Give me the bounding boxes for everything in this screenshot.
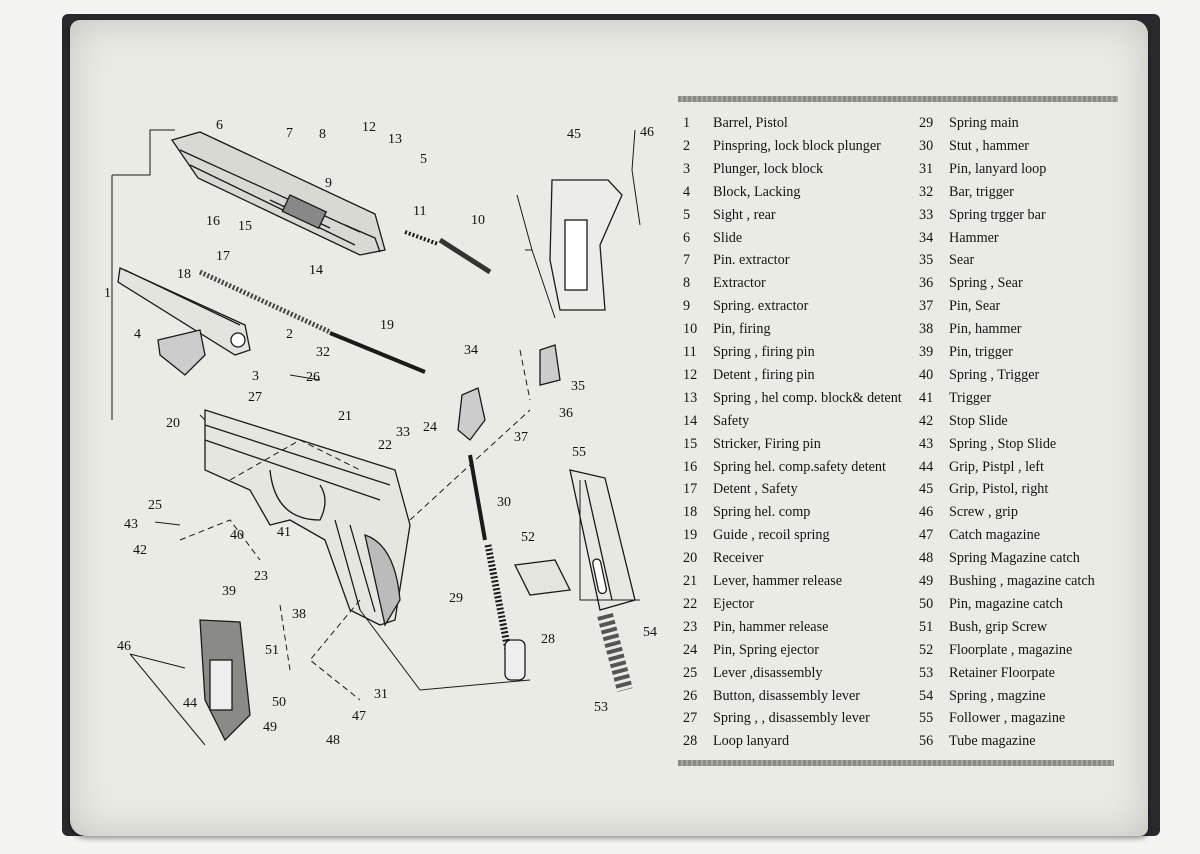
left-grip-drawing: [199, 619, 251, 742]
leader-lines: [111, 129, 641, 746]
callout: 28: [541, 632, 555, 647]
callout: 24: [423, 420, 437, 435]
callout: 10: [471, 213, 485, 228]
callout: 15: [238, 219, 252, 234]
callout: 20: [166, 416, 180, 431]
callout: 5: [420, 152, 427, 167]
callout: 23: [254, 569, 268, 584]
callout: 38: [292, 607, 306, 622]
callout: 2: [286, 327, 293, 342]
callout: 42: [133, 543, 147, 558]
sear-drawing: [539, 344, 561, 386]
callout: 39: [222, 584, 236, 599]
callout: 45: [567, 127, 581, 142]
callout: 33: [396, 425, 410, 440]
callout: 32: [316, 345, 330, 360]
callout: 7: [286, 126, 293, 141]
top-rule: [678, 96, 1118, 102]
guide-rod-drawing: [329, 331, 426, 374]
right-grip-drawing: [549, 179, 623, 311]
locking-block-drawing: [157, 329, 206, 376]
bottom-rule: [678, 760, 1114, 766]
mainspring-drawing: [484, 544, 512, 651]
callout: 27: [248, 390, 262, 405]
receiver-drawing: [204, 409, 411, 627]
callout: 36: [559, 406, 573, 421]
callout: 18: [177, 267, 191, 282]
callout: 44: [183, 696, 197, 711]
callout: 13: [388, 132, 402, 147]
callout-labels: 6 7 8 12 13 5 9 11 10 16 15 17 14 18 1 2…: [104, 118, 657, 748]
assembly-guide-lines: [179, 349, 531, 701]
callout: 51: [265, 643, 279, 658]
callout: 52: [521, 530, 535, 545]
callout: 30: [497, 495, 511, 510]
callout: 29: [449, 591, 463, 606]
slide-drawing: [170, 131, 386, 256]
callout: 53: [594, 700, 608, 715]
callout: 11: [413, 204, 426, 219]
callout: 48: [326, 733, 340, 748]
callout: 31: [374, 687, 388, 702]
magazine-spring-drawing: [597, 612, 633, 693]
callout: 16: [206, 214, 220, 229]
callout: 35: [571, 379, 585, 394]
callout: 47: [352, 709, 366, 724]
callout: 46: [640, 125, 654, 140]
callout: 26: [306, 370, 320, 385]
callout: 6: [216, 118, 223, 133]
callout: 9: [325, 176, 332, 191]
firing-pin-drawing: [438, 237, 492, 275]
callout: 43: [124, 517, 138, 532]
callout: 37: [514, 430, 528, 445]
hammer-strut-drawing: [468, 454, 487, 541]
hammer-drawing: [457, 387, 486, 441]
callout: 25: [148, 498, 162, 513]
callout: 12: [362, 120, 376, 135]
callout: 55: [572, 445, 586, 460]
callout: 17: [216, 249, 230, 264]
firing-pin-spring-drawing: [404, 230, 439, 246]
callout: 14: [309, 263, 323, 278]
callout: 54: [643, 625, 657, 640]
callout: 41: [277, 525, 291, 540]
callout: 4: [134, 327, 141, 342]
callout: 49: [263, 720, 277, 735]
callout: 22: [378, 438, 392, 453]
callout: 40: [230, 528, 244, 543]
callout: 46: [117, 639, 131, 654]
callout: 1: [104, 286, 111, 301]
callout: 50: [272, 695, 286, 710]
callout: 19: [380, 318, 394, 333]
callout: 21: [338, 409, 352, 424]
callout: 3: [252, 369, 259, 384]
floorplate-drawing: [514, 559, 571, 596]
barrel-drawing: [117, 267, 251, 356]
callout: 8: [319, 127, 326, 142]
lanyard-loop-drawing: [504, 639, 526, 681]
callout: 34: [464, 343, 478, 358]
